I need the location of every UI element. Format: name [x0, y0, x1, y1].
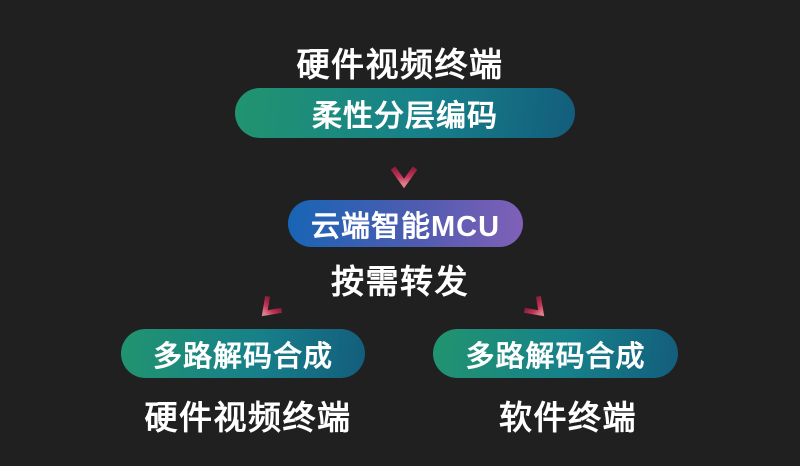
encode-pill-label: 柔性分层编码: [312, 100, 498, 133]
arrow-down-left-icon: [251, 281, 298, 328]
right-decode-pill-label: 多路解码合成: [465, 340, 646, 373]
mcu-pill: 云端智能MCU: [288, 200, 523, 247]
right-decode-pill: 多路解码合成: [433, 329, 678, 378]
encode-pill: 柔性分层编码: [235, 88, 575, 138]
left-terminal-label: 硬件视频终端: [144, 399, 352, 436]
left-decode-pill: 多路解码合成: [121, 329, 365, 378]
right-terminal-label: 软件终端: [499, 399, 637, 436]
arrow-down-icon: [389, 149, 419, 189]
mcu-pill-label: 云端智能MCU: [310, 210, 501, 243]
source-terminal-label: 硬件视频终端: [296, 46, 504, 83]
arrow-down-right-icon: [509, 281, 556, 328]
left-decode-pill-label: 多路解码合成: [152, 340, 333, 373]
forward-label: 按需转发: [331, 263, 469, 300]
